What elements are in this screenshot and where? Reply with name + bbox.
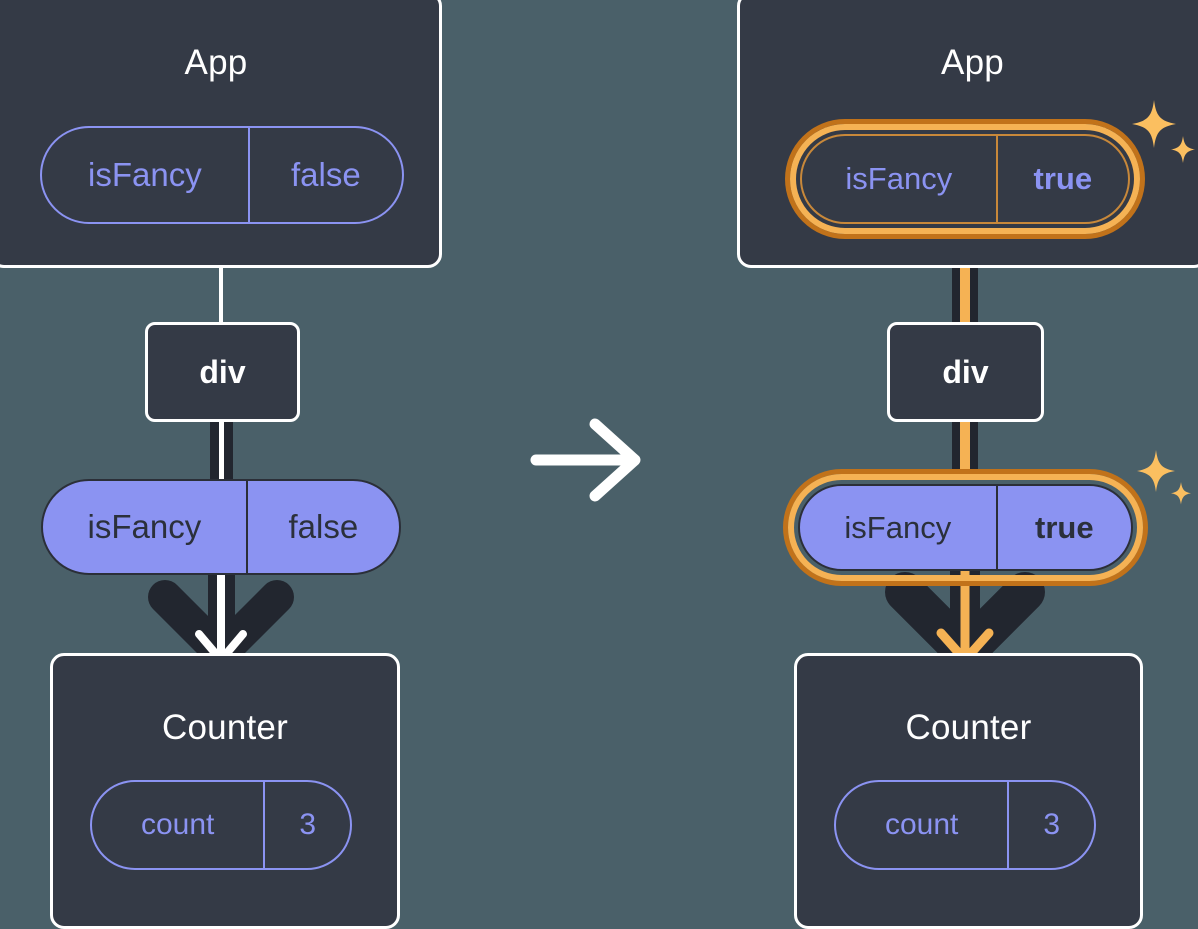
edge-app-to-div-right-core: [960, 225, 970, 325]
app-state-pill-before[interactable]: isFancy false: [40, 126, 404, 224]
prop-pill-key-after: isFancy: [844, 509, 952, 545]
counter-title-after: Counter: [905, 708, 1032, 747]
prop-pill-after[interactable]: isFancy true: [798, 484, 1133, 571]
div-box-before: div: [145, 322, 300, 422]
counter-state-pill-after[interactable]: count 3: [834, 780, 1096, 870]
arrow-right-icon: [530, 418, 641, 502]
prop-pill-value-after: true: [995, 486, 1131, 569]
app-state-pill-after[interactable]: isFancy true: [800, 134, 1130, 224]
app-state-value-before: false: [247, 128, 402, 222]
edge-div-to-pill-right-core: [960, 418, 970, 480]
edge-div-to-pill-left-gap: [219, 418, 224, 480]
div-box-label-after: div: [942, 353, 989, 390]
counter-title-before: Counter: [162, 708, 288, 747]
counter-state-key-after: count: [884, 808, 959, 841]
sparkle-icon-prop-after: [1137, 450, 1191, 505]
app-state-key-before: isFancy: [88, 156, 202, 193]
app-state-value-after: true: [995, 136, 1128, 222]
app-state-key-after: isFancy: [845, 161, 953, 196]
prop-pill-key-before: isFancy: [87, 508, 202, 545]
div-box-after: div: [887, 322, 1044, 422]
app-title-before: App: [184, 43, 248, 82]
counter-state-value-after: 3: [1007, 782, 1094, 868]
sparkle-icon-app-after: [1132, 100, 1195, 163]
prop-pill-before[interactable]: isFancy false: [41, 479, 401, 575]
div-box-label-before: div: [199, 353, 246, 390]
counter-state-pill-before[interactable]: count 3: [90, 780, 352, 870]
counter-state-key-before: count: [140, 808, 215, 841]
prop-pill-value-before: false: [245, 481, 399, 573]
counter-state-value-before: 3: [263, 782, 350, 868]
app-title-after: App: [941, 43, 1004, 82]
